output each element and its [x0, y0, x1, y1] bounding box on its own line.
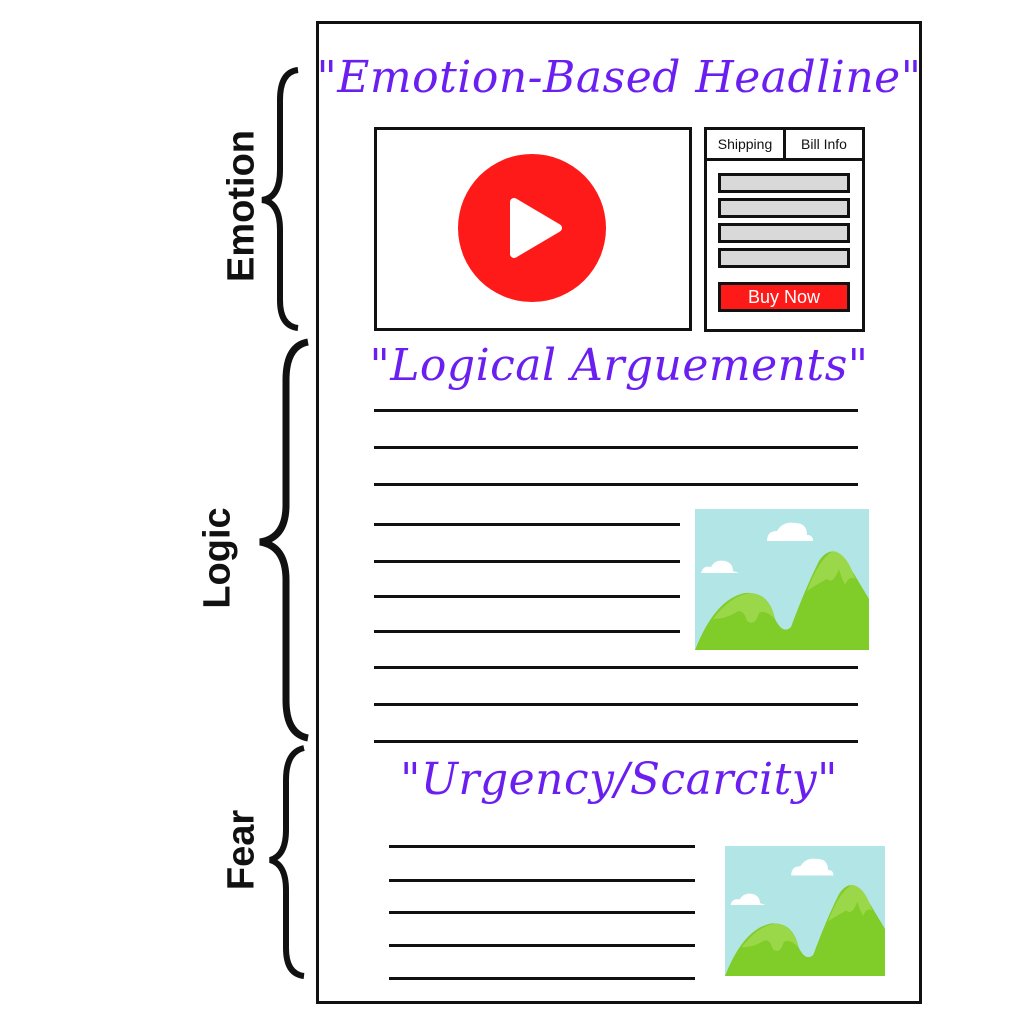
landscape-image-icon: [695, 509, 869, 650]
landing-page-mockup: [316, 21, 922, 1004]
form-field[interactable]: [718, 198, 850, 218]
logic-brace: [259, 338, 309, 742]
form-field[interactable]: [718, 223, 850, 243]
emotion-headline: "Emotion-Based Headline": [316, 52, 922, 103]
form-field[interactable]: [718, 173, 850, 193]
landscape-image-icon: [725, 846, 885, 976]
tab-shipping[interactable]: Shipping: [707, 130, 786, 161]
text-line: [389, 845, 695, 848]
logic-headline: "Logical Arguements": [369, 340, 869, 391]
fear-headline: "Urgency/Scarcity": [400, 754, 838, 805]
text-line: [374, 703, 858, 706]
tab-bill-info[interactable]: Bill Info: [786, 130, 862, 161]
text-line: [374, 595, 680, 598]
text-line: [374, 523, 680, 526]
text-line: [374, 409, 858, 412]
text-line: [374, 560, 680, 563]
buy-now-button[interactable]: Buy Now: [718, 282, 850, 312]
emotion-label: Emotion: [220, 130, 263, 282]
text-line: [374, 446, 858, 449]
text-line: [374, 630, 680, 633]
fear-brace: [269, 745, 305, 979]
emotion-brace: [261, 67, 299, 331]
logic-label: Logic: [196, 507, 239, 609]
form-field[interactable]: [718, 248, 850, 268]
fear-label: Fear: [220, 809, 263, 891]
text-line: [374, 666, 858, 669]
play-icon[interactable]: [458, 154, 606, 302]
checkout-form: Shipping Bill Info Buy Now: [704, 127, 865, 332]
text-line: [389, 879, 695, 882]
text-line: [389, 944, 695, 947]
text-line: [389, 911, 695, 914]
video-player[interactable]: [374, 127, 692, 331]
text-line: [389, 977, 695, 980]
text-line: [374, 483, 858, 486]
text-line: [374, 740, 858, 743]
